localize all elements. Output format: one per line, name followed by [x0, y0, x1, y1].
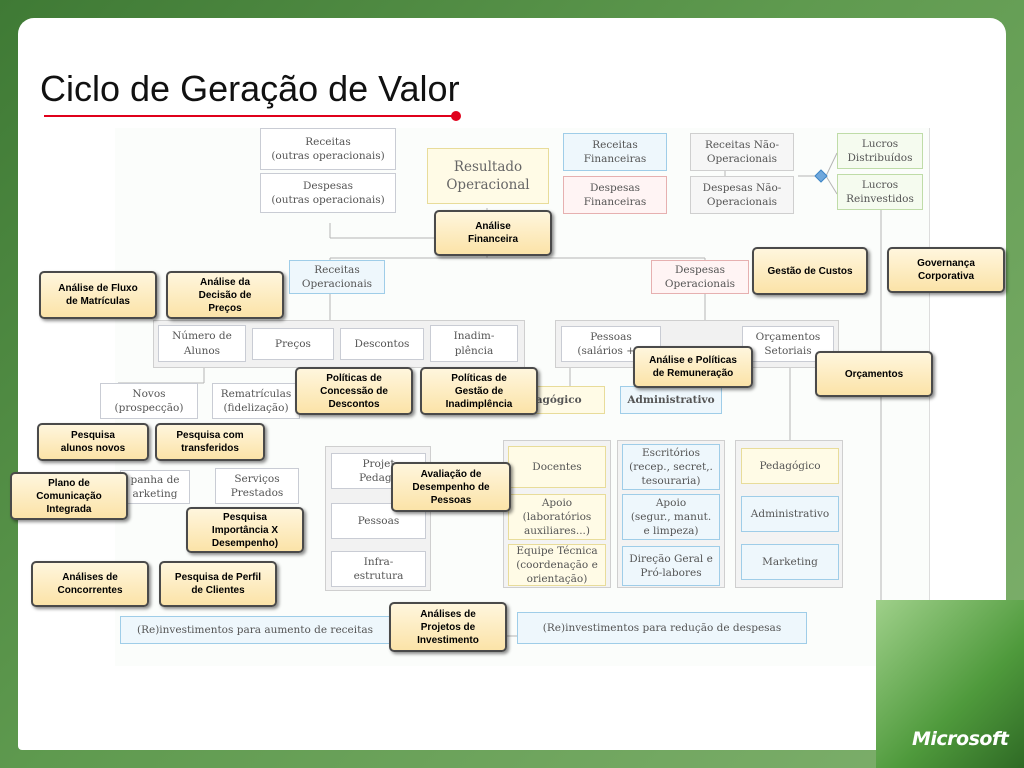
box-reinvestimentos-despesas: (Re)investimentos para redução de despes…	[517, 612, 807, 644]
page-title: Ciclo de Geração de Valor	[40, 68, 460, 109]
callout-orcamentos: Orçamentos	[815, 351, 933, 397]
box-orcamento-marketing: Marketing	[741, 544, 839, 580]
box-reinvestimentos-receitas: (Re)investimentos para aumento de receit…	[120, 616, 390, 644]
box-docentes: Docentes	[508, 446, 606, 488]
title-underline-dot	[451, 111, 461, 121]
box-rematriculas: Rematrículas(fidelização)	[212, 383, 300, 419]
box-administrativo-header: Administrativo	[620, 386, 722, 414]
microsoft-logo: Microsoft	[912, 728, 1009, 750]
box-escritorios: Escritórios(recep., secret,.tesouraria)	[622, 444, 720, 490]
box-orcamento-administrativo: Administrativo	[741, 496, 839, 532]
box-inadimplencia: Inadim-plência	[430, 325, 518, 362]
callout-gestao-custos: Gestão de Custos	[752, 247, 868, 295]
box-descontos: Descontos	[340, 328, 424, 360]
box-pessoas: Pessoas	[331, 503, 426, 539]
box-novos-prospeccao: Novos(prospecção)	[100, 383, 198, 419]
box-precos: Preços	[252, 328, 334, 360]
box-despesas-outras-operacionais: Despesas(outras operacionais)	[260, 173, 396, 213]
box-infraestrutura: Infra-estrutura	[331, 551, 426, 587]
box-receitas-nao-operacionais: Receitas Não-Operacionais	[690, 133, 794, 171]
corner-decoration	[876, 600, 1024, 768]
box-apoio-seguranca: Apoio(segur., manut.e limpeza)	[622, 494, 720, 540]
box-despesas-nao-operacionais: Despesas Não-Operacionais	[690, 176, 794, 214]
value-cycle-diagram: Receitas(outras operacionais) Despesas(o…	[100, 128, 930, 666]
box-orcamento-pedagogico: Pedagógico	[741, 448, 839, 484]
title-underline	[44, 115, 456, 117]
box-receitas-outras-operacionais: Receitas(outras operacionais)	[260, 128, 396, 170]
box-pessoas-salarios: Pessoas(salários + e	[561, 326, 661, 362]
